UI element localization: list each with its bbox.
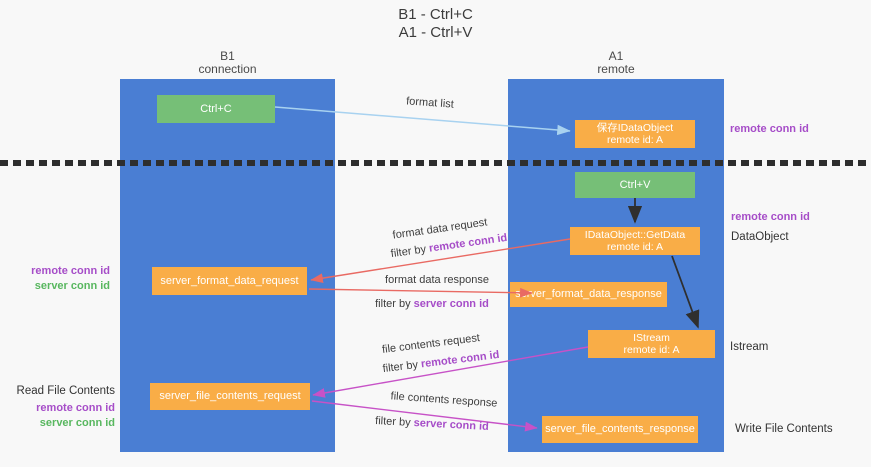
left-conn-id-block-1: remote conn id server conn id xyxy=(5,264,110,294)
node-istream: IStream remote id: A xyxy=(588,330,715,358)
server-conn-id-highlight: server conn id xyxy=(413,298,489,310)
remote-conn-id-highlight: remote conn id xyxy=(428,231,508,255)
filter-by-text: filter by xyxy=(374,415,411,429)
ctrl-v-label: Ctrl+V xyxy=(619,178,651,191)
node-save-idataobject: 保存IDataObject remote id: A xyxy=(575,120,695,148)
save-idataobject-line1: 保存IDataObject xyxy=(596,121,674,134)
node-ctrl-v: Ctrl+V xyxy=(575,172,695,198)
istream-line1: IStream xyxy=(633,331,670,344)
node-server-file-contents-response: server_file_contents_response xyxy=(542,416,698,443)
file-contents-response-label: file contents response xyxy=(390,390,498,410)
getdata-line1: IDataObject::GetData xyxy=(584,228,686,241)
write-file-contents-annotation: Write File Contents xyxy=(735,423,833,435)
remote-conn-id-annotation-left-1: remote conn id xyxy=(31,265,110,277)
save-idataobject-line2: remote id: A xyxy=(606,134,664,146)
server-file-contents-response-label: server_file_contents_response xyxy=(545,423,695,435)
format-list-label: format list xyxy=(405,95,455,111)
filter-by-server-conn-id-label-1: filter by server conn id xyxy=(347,298,517,310)
lane-a1-subtitle: remote xyxy=(597,62,635,76)
istream-line2: remote id: A xyxy=(623,344,680,356)
ctrl-c-label: Ctrl+C xyxy=(200,102,232,115)
lane-a1-name: A1 xyxy=(608,49,624,63)
server-format-data-response-label: server_format_data_response xyxy=(515,288,662,300)
lane-header-a1: A1 remote xyxy=(508,50,724,76)
istream-annotation: Istream xyxy=(730,341,769,353)
node-server-format-data-request: server_format_data_request xyxy=(152,267,307,295)
server-conn-id-annotation-left-2: server conn id xyxy=(39,417,115,429)
left-conn-id-block-2: Read File Contents remote conn id server… xyxy=(5,384,115,431)
filter-by-text: filter by xyxy=(375,298,411,310)
title-line-1: B1 - Ctrl+C xyxy=(398,6,473,23)
server-conn-id-annotation-left-1: server conn id xyxy=(34,280,110,292)
node-server-format-data-response: server_format_data_response xyxy=(510,282,667,307)
format-data-response-arrow xyxy=(308,287,533,298)
server-conn-id-highlight: server conn id xyxy=(413,417,490,433)
server-format-data-request-label: server_format_data_request xyxy=(160,274,299,287)
getdata-line2: remote id: A xyxy=(606,241,664,253)
node-server-file-contents-request: server_file_contents_request xyxy=(150,383,310,410)
remote-conn-id-annotation-left-2: remote conn id xyxy=(36,402,115,414)
remote-conn-id-annotation-top: remote conn id xyxy=(730,123,809,135)
server-file-contents-request-label: server_file_contents_request xyxy=(159,390,301,402)
format-data-response-label: format data response xyxy=(385,274,489,286)
filter-by-text: filter by xyxy=(390,243,427,261)
filter-by-server-conn-id-label-2: filter by server conn id xyxy=(347,414,517,435)
lane-b1-name: B1 xyxy=(220,49,235,63)
lane-b1-subtitle: connection xyxy=(198,62,257,76)
lane-header-b1: B1 connection xyxy=(120,50,335,76)
dataobject-annotation: DataObject xyxy=(731,231,789,243)
copy-paste-divider-dashed-line xyxy=(0,160,871,166)
title-line-2: A1 - Ctrl+V xyxy=(398,24,473,41)
remote-conn-id-highlight: remote conn id xyxy=(420,348,500,371)
node-idataobject-getdata: IDataObject::GetData remote id: A xyxy=(570,227,700,255)
filter-by-text: filter by xyxy=(382,358,419,376)
diagram-title: B1 - Ctrl+C A1 - Ctrl+V xyxy=(0,6,871,42)
remote-conn-id-annotation-mid: remote conn id xyxy=(731,211,810,223)
read-file-contents-annotation: Read File Contents xyxy=(16,385,115,397)
node-ctrl-c: Ctrl+C xyxy=(157,95,275,123)
